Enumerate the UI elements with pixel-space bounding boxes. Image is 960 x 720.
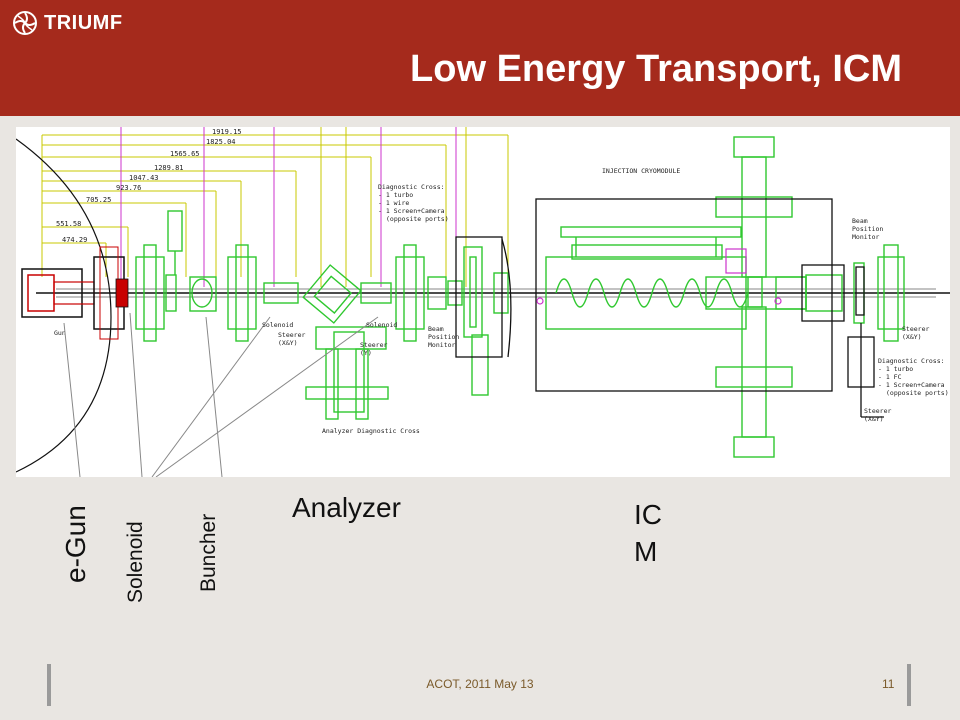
diag-cross-item: - 1 Screen+Camera xyxy=(378,207,445,215)
dim-label: 551.58 xyxy=(56,220,81,228)
cryomodule-label: INJECTION CRYOMODULE xyxy=(602,167,680,175)
beamline-components xyxy=(135,136,905,458)
buncher-annotation: Buncher xyxy=(197,513,220,592)
footer-divider-right xyxy=(907,664,911,706)
dim-label: 1289.81 xyxy=(154,164,184,172)
header-banner: TRIUMF Low Energy Transport, ICM xyxy=(0,0,960,116)
steerer-label: Steerer xyxy=(902,325,929,333)
beamline-schematic: 1919.15 1825.04 1565.65 1289.81 1047.43 … xyxy=(15,127,950,478)
icm-annotation-line1: IC xyxy=(634,499,662,530)
bpm-label: Monitor xyxy=(852,233,879,241)
page-number: 11 xyxy=(882,677,895,691)
solenoid-annotation: Solenoid xyxy=(124,521,147,603)
diag-cross-item: - 1 FC xyxy=(878,373,902,381)
analyzer-cross-label: Analyzer Diagnostic Cross xyxy=(322,427,420,435)
diag-cross-item: - 1 Screen+Camera xyxy=(878,381,945,389)
bpm-label: Position xyxy=(852,225,883,233)
diag-cross-item: (opposite ports) xyxy=(886,389,949,397)
triumf-logo-icon xyxy=(13,11,37,35)
diag-cross-item: - 1 wire xyxy=(378,199,409,207)
dim-label: 705.25 xyxy=(86,196,111,204)
gun-label: Gun xyxy=(54,329,66,337)
dim-label: 474.29 xyxy=(62,236,87,244)
bpm-label: Position xyxy=(428,333,459,341)
solenoid-label: Solenoid xyxy=(262,321,293,329)
steerer-label: (Y) xyxy=(360,349,372,357)
footer-divider-left xyxy=(47,664,51,706)
diag-cross-item: - 1 turbo xyxy=(378,191,413,199)
steerer-label: Steerer xyxy=(360,341,387,349)
steerer-label: Steerer xyxy=(864,407,891,415)
gun-chamber-arc xyxy=(15,138,112,473)
schematic-labels: Solenoid Solenoid Steerer (X&Y) Steerer … xyxy=(262,167,949,435)
dim-label: 1565.65 xyxy=(170,150,200,158)
diag-cross-item: (opposite ports) xyxy=(386,215,449,223)
icm-annotation-line2: M xyxy=(634,536,658,567)
footer-text: ACOT, 2011 May 13 xyxy=(426,677,534,691)
steerer-label: (X&Y) xyxy=(864,415,884,423)
analyzer-annotation: Analyzer xyxy=(292,492,401,523)
dimension-lines xyxy=(41,127,509,287)
bpm-label: Monitor xyxy=(428,341,455,349)
steerer-label: (X&Y) xyxy=(278,339,298,347)
solenoid-label: Solenoid xyxy=(366,321,397,329)
dim-label: 1919.15 xyxy=(212,128,242,136)
dim-label: 1825.04 xyxy=(206,138,236,146)
schematic-svg: 1919.15 1825.04 1565.65 1289.81 1047.43 … xyxy=(15,127,950,478)
pointer-lines xyxy=(63,312,379,478)
diag-cross-label: Diagnostic Cross: xyxy=(878,357,945,365)
egun-annotation: e-Gun xyxy=(60,505,91,583)
slide-title: Low Energy Transport, ICM xyxy=(410,48,902,90)
bpm-label: Beam xyxy=(852,217,868,225)
enclosure-lines xyxy=(455,198,884,418)
electron-gun: Gun xyxy=(21,246,129,340)
steerer-label: Steerer xyxy=(278,331,305,339)
diag-cross-label: Diagnostic Cross: xyxy=(378,183,445,191)
dim-label: 923.76 xyxy=(116,184,141,192)
magenta-lines xyxy=(120,127,457,287)
diag-cross-item: - 1 turbo xyxy=(878,365,913,373)
magenta-elements xyxy=(536,248,782,305)
steerer-label: (X&Y) xyxy=(902,333,922,341)
icm-annotation: IC M xyxy=(634,496,662,570)
dim-label: 1047.43 xyxy=(129,174,159,182)
dimension-labels: 1919.15 1825.04 1565.65 1289.81 1047.43 … xyxy=(56,128,242,244)
triumf-logo: TRIUMF xyxy=(12,10,123,36)
bpm-label: Beam xyxy=(428,325,444,333)
logo-text: TRIUMF xyxy=(44,11,123,34)
